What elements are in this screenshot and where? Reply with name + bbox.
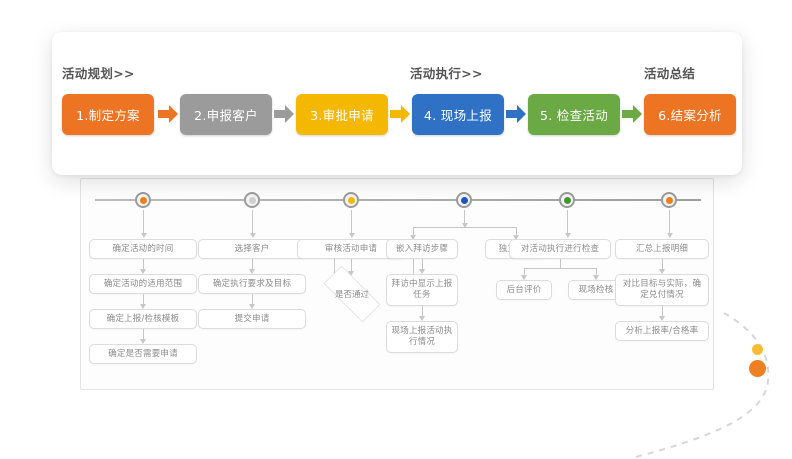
timeline-node-1[interactable]: [135, 192, 151, 208]
arrow-c4-1: [419, 269, 425, 274]
arrow-c5-left: [521, 275, 527, 280]
conn-c4-split: [413, 227, 516, 228]
box-summary-detail[interactable]: 汇总上报明细: [615, 239, 709, 259]
timeline-node-5[interactable]: [559, 192, 575, 208]
arrow-c1-2: [140, 304, 146, 309]
box-exec-goal[interactable]: 确定执行要求及目标: [198, 274, 306, 294]
decision-passed[interactable]: 是否通过: [313, 265, 391, 323]
box-need-apply[interactable]: 确定是否需要申请: [89, 344, 197, 364]
stem-6: [666, 210, 673, 238]
decision-passed-label: 是否通过: [334, 290, 369, 300]
box-backend-eval[interactable]: 后台评价: [496, 280, 552, 300]
flowchart-panel: 确定活动的时间 确定活动的适用范围 确定上报/检核模板 确定是否需要申请 选择客…: [80, 178, 714, 390]
box-inspect-exec[interactable]: 对活动执行进行检查: [509, 239, 611, 259]
step-button-5[interactable]: 5. 检查活动: [528, 94, 620, 135]
arrow-icon-5: [622, 105, 642, 123]
process-overview-card: 活动规划>> 活动执行>> 活动总结 1.制定方案 2.申报客户 3.审批申请 …: [52, 32, 742, 175]
box-compare-target[interactable]: 对比目标与实际，确定兑付情况: [615, 274, 709, 306]
box-review-apply[interactable]: 审核活动申请: [297, 239, 405, 259]
conn-c4-right-drop: [516, 227, 517, 237]
box-set-report-template[interactable]: 确定上报/检核模板: [89, 309, 197, 329]
arrow-c5-right: [593, 275, 599, 280]
arrow-c2-2: [249, 304, 255, 309]
step-button-1[interactable]: 1.制定方案: [62, 94, 154, 135]
box-select-customer[interactable]: 选择客户: [198, 239, 306, 259]
box-show-report-task[interactable]: 拜访中显示上报任务: [386, 274, 458, 306]
step-button-3[interactable]: 3.审批申请: [296, 94, 388, 135]
conn-c4-1: [422, 259, 423, 271]
conn-c6-1: [662, 259, 663, 271]
stem-5: [564, 210, 571, 238]
arrow-c1-3: [140, 339, 146, 344]
phase-label-execution: 活动执行>>: [410, 66, 483, 81]
conn-c1-3: [143, 329, 144, 341]
stem-4: [461, 210, 468, 228]
arrow-c2-1: [249, 269, 255, 274]
conn-c1-2: [143, 294, 144, 306]
step-button-2[interactable]: 2.申报客户: [180, 94, 272, 135]
box-submit-apply[interactable]: 提交申请: [198, 309, 306, 329]
arrow-c3-1: [348, 271, 354, 276]
arrow-c1-1: [140, 269, 146, 274]
step-button-4[interactable]: 4. 现场上报: [412, 94, 504, 135]
conn-c3-yes-v: [413, 249, 414, 293]
conn-c5-left: [524, 268, 525, 277]
timeline-node-3[interactable]: [343, 192, 359, 208]
timeline-node-6[interactable]: [661, 192, 677, 208]
conn-c2-1: [252, 259, 253, 271]
timeline-node-4[interactable]: [456, 192, 472, 208]
conn-c4-left-drop: [413, 227, 414, 237]
box-set-activity-time[interactable]: 确定活动的时间: [89, 239, 197, 259]
conn-c6-2: [662, 306, 663, 318]
phase-label-summary: 活动总结: [644, 66, 696, 81]
timeline-axis: [95, 199, 701, 201]
arrow-c4-right: [513, 235, 519, 240]
arrow-icon-1: [158, 105, 178, 123]
arrow-c6-2: [659, 316, 665, 321]
stem-2: [249, 210, 256, 238]
phase-label-planning: 活动规划>>: [62, 66, 135, 81]
arrow-c6-1: [659, 269, 665, 274]
arrow-icon-4: [506, 105, 526, 123]
timeline-node-2[interactable]: [244, 192, 260, 208]
decorative-dot-yellow: [752, 344, 763, 355]
conn-c3-1: [351, 259, 352, 273]
conn-c5-right: [596, 268, 597, 277]
conn-c5-split: [524, 268, 596, 269]
box-set-activity-scope[interactable]: 确定活动的适用范围: [89, 274, 197, 294]
box-embed-visit-step[interactable]: 嵌入拜访步骤: [386, 239, 458, 259]
step-button-6[interactable]: 6.结案分析: [644, 94, 736, 135]
arrow-c4-2: [419, 316, 425, 321]
arrow-icon-2: [274, 105, 294, 123]
box-field-report-exec[interactable]: 现场上报活动执行情况: [386, 321, 458, 353]
conn-c1-1: [143, 259, 144, 271]
stem-1: [140, 210, 147, 238]
decorative-dot-orange: [749, 360, 766, 377]
arrow-c4-left: [410, 235, 416, 240]
box-analyze-rate[interactable]: 分析上报率/合格率: [615, 321, 709, 341]
stem-3: [348, 210, 355, 238]
arrow-icon-3: [390, 105, 410, 123]
conn-c5-drop: [560, 259, 561, 268]
conn-c4-2: [422, 306, 423, 318]
conn-c2-2: [252, 294, 253, 306]
